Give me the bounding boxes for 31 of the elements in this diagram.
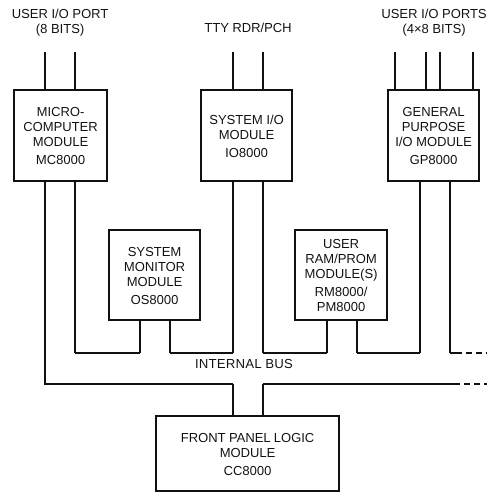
port-label: TTY RDR/PCH	[204, 20, 292, 35]
bus-label: INTERNAL BUS	[195, 357, 294, 370]
bus-lead-lines	[326, 321, 358, 353]
bus-lead-lines	[394, 51, 474, 90]
module-box	[13, 89, 108, 182]
module-box	[200, 89, 293, 182]
module-code: OS8000	[130, 292, 178, 306]
module-name: FRONT PANEL LOGIC MODULE	[180, 430, 316, 460]
port-label: USER I/O PORTS (4×8 BITS)	[380, 6, 487, 36]
module-name: MICRO-COMPUTER MODULE	[22, 104, 99, 149]
module-code: CC8000	[224, 462, 272, 478]
module-name: SYSTEM MONITOR MODULE	[122, 244, 186, 288]
bus-lead-lines	[232, 52, 264, 89]
module-code: IO8000	[225, 144, 268, 160]
bus-lead-lines	[139, 321, 171, 353]
bus-lead-lines	[232, 384, 264, 415]
module-name: SYSTEM I/O MODULE	[208, 112, 285, 142]
module-box	[294, 229, 388, 321]
bus-lead-lines	[232, 182, 264, 353]
bus-lead-lines	[44, 182, 76, 353]
module-code: MC8000	[36, 152, 86, 167]
module-name: GENERAL PURPOSE I/O MODULE	[394, 104, 473, 149]
bus-lead-lines	[419, 182, 451, 353]
bus-lead-lines	[44, 52, 76, 89]
port-label: USER I/O PORT (8 BITS)	[10, 6, 110, 36]
module-code: GP8000	[410, 152, 458, 167]
module-box	[155, 415, 340, 492]
module-code: RM8000/ PM8000	[314, 284, 368, 314]
module-box	[108, 229, 201, 321]
module-box	[387, 89, 480, 182]
module-name: USER RAM/PROM MODULE(S)	[304, 236, 378, 281]
